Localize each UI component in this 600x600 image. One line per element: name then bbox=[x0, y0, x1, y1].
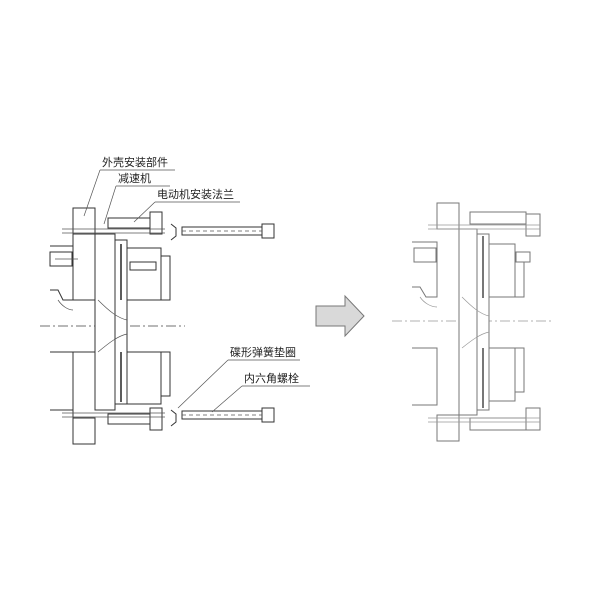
before-assembly-drawing bbox=[40, 169, 310, 445]
label-motor-flange: 电动机安装法兰 bbox=[157, 187, 234, 201]
after-assembly-drawing bbox=[392, 202, 552, 442]
motor-flange bbox=[107, 211, 163, 431]
label-hex-socket-bolt: 内六角螺栓 bbox=[244, 371, 299, 385]
label-housing-part: 外壳安装部件 bbox=[102, 155, 168, 169]
disc-spring-washer bbox=[170, 223, 177, 427]
label-disc-spring-washer: 碟形弹簧垫圈 bbox=[230, 345, 296, 359]
reducer bbox=[70, 233, 171, 411]
right-arrow-icon bbox=[315, 294, 365, 338]
label-reducer: 减速机 bbox=[118, 171, 151, 185]
housing-part bbox=[49, 207, 96, 445]
hex-socket-bolt bbox=[181, 223, 275, 423]
